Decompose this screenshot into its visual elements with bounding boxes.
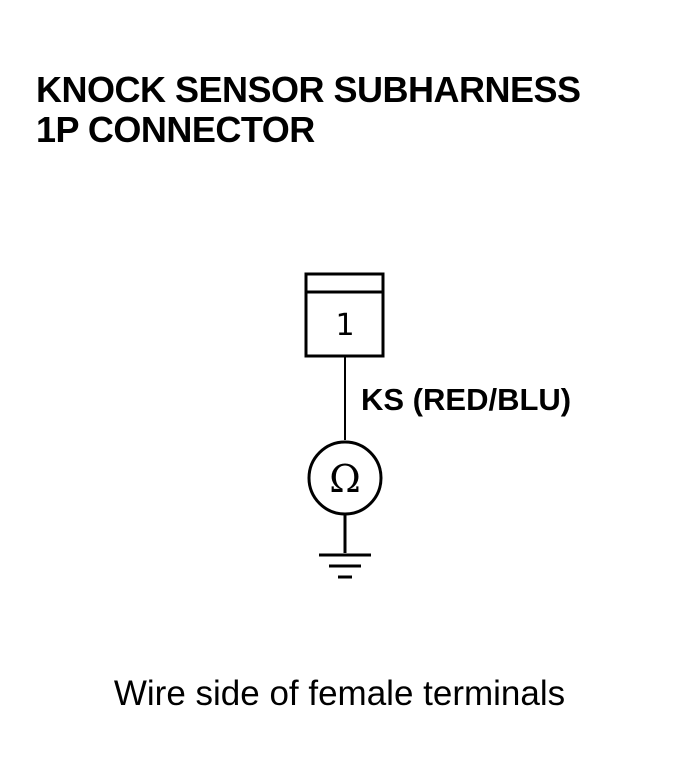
ohm-symbol: Ω [329, 457, 361, 501]
terminal-number: 1 [335, 308, 354, 343]
title-line-1: KNOCK SENSOR SUBHARNESS [36, 69, 581, 110]
connector-1p: 1 [304, 272, 385, 358]
diagram-title: KNOCK SENSOR SUBHARNESS 1P CONNECTOR [36, 70, 581, 150]
view-caption: Wire side of female terminals [113, 674, 566, 713]
wire-label: KS (RED/BLU) [361, 382, 571, 417]
ohmmeter-icon: Ω [307, 440, 383, 516]
ground-icon [319, 553, 371, 579]
title-line-2: 1P CONNECTOR [36, 109, 315, 150]
